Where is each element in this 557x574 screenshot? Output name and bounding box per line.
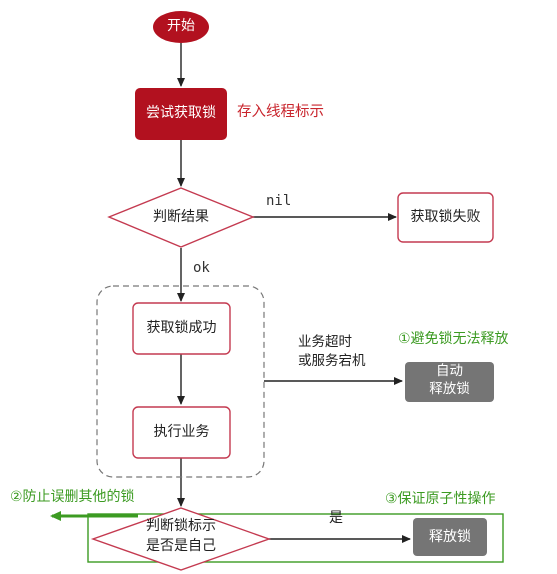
ok-label: ok [193, 260, 210, 276]
execute-business-label: 执行业务 [153, 424, 210, 440]
start-node [153, 11, 209, 43]
auto-release-label-line2: 释放锁 [429, 381, 470, 397]
release-lock-label: 释放锁 [429, 529, 471, 545]
try-lock-node [135, 88, 227, 140]
lock-success-node [132, 302, 231, 355]
business-timeout-label-line2: 或服务宕机 [298, 353, 366, 369]
atomic-operation-highlight [87, 513, 504, 563]
lock-success-label: 获取锁成功 [146, 320, 217, 336]
judge-lock-diamond [90, 507, 272, 571]
execute-business-node [132, 406, 231, 459]
auto-release-label-line1: 自动 [436, 363, 463, 379]
judge-result-label: 判断结果 [153, 209, 209, 225]
store-thread-id-annotation: 存入线程标示 [237, 104, 324, 120]
try-lock-label: 尝试获取锁 [146, 105, 216, 121]
judge-result-diamond [107, 187, 255, 248]
yes-label: 是 [329, 510, 343, 526]
lock-failed-label: 获取锁失败 [410, 209, 481, 225]
nil-label: nil [266, 193, 292, 209]
lock-held-dashed-group [96, 285, 265, 478]
prevent-misdelete-note: ②防止误删其他的锁 [10, 489, 135, 505]
business-timeout-label-line1: 业务超时 [298, 334, 352, 350]
release-lock-node [413, 518, 487, 556]
lock-failed-node [397, 192, 494, 243]
atomicity-note: ③保证原子性操作 [385, 491, 496, 507]
start-label: 开始 [167, 18, 195, 34]
judge-lock-label-line1: 判断锁标示 [146, 518, 216, 534]
judge-lock-label-line2: 是否是自己 [146, 538, 216, 554]
auto-release-node [405, 362, 494, 402]
avoid-deadlock-note: ①避免锁无法释放 [398, 331, 509, 347]
